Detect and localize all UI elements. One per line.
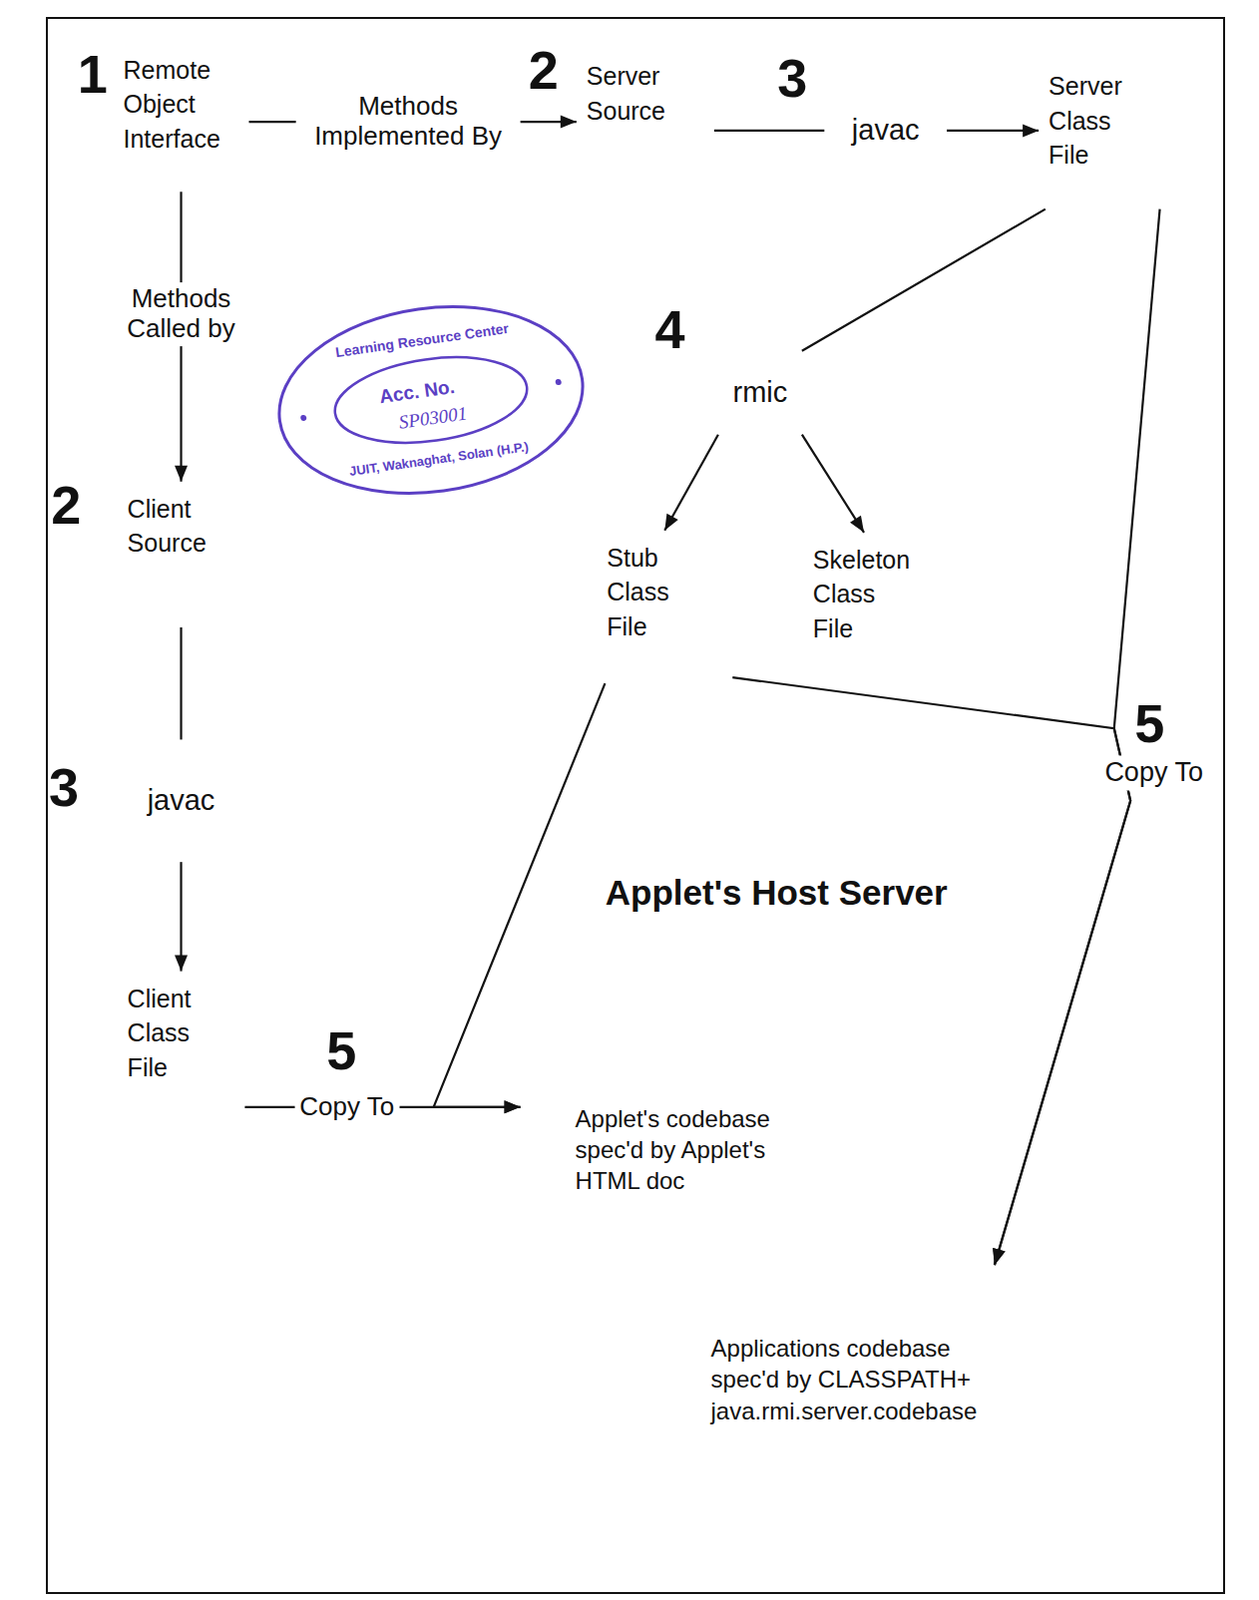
stamp-inner-ring — [329, 346, 533, 454]
callout-number: 3 — [777, 50, 808, 105]
compiler-circle: javac — [119, 739, 243, 862]
edge-label: Copy To — [294, 1090, 400, 1125]
edge-label: Methods Called by — [104, 282, 258, 347]
class-file: Client Class File — [117, 971, 246, 1123]
connector — [174, 861, 188, 971]
arrowhead — [1022, 123, 1039, 137]
arrowhead — [560, 115, 577, 129]
library-stamp — [267, 288, 596, 513]
stub-file: Stub Class File — [596, 530, 733, 684]
connector — [802, 209, 1046, 352]
connector-line — [433, 683, 606, 1108]
arrowhead — [504, 1100, 521, 1114]
arrowhead — [174, 465, 188, 482]
source-file: Server Source — [576, 48, 715, 196]
arrowhead — [664, 513, 678, 531]
arrowhead — [992, 1248, 1005, 1265]
stamp-text: Learning Resource Center — [334, 320, 510, 361]
codebase-folder: Applet's codebase spec'd by Applet's HTM… — [520, 1025, 842, 1270]
interface-file: Remote Object Interface — [113, 42, 250, 192]
class-file: Server Class File — [1038, 58, 1174, 209]
stamp-text: Acc. No. — [378, 376, 456, 409]
callout-number: 5 — [1134, 696, 1165, 751]
node-label: Server Class File — [1038, 58, 1174, 173]
server-cylinder-outline — [479, 844, 1074, 1577]
server-title: Applet's Host Server — [479, 872, 1074, 913]
node-label: Skeleton Class File — [803, 532, 939, 647]
stamp-dot — [300, 415, 308, 422]
callout-number: 1 — [77, 46, 108, 101]
source-file: Client Source — [117, 481, 246, 628]
node-label: Applications codebase spec'd by CLASSPAT… — [699, 1264, 1021, 1427]
stamp-outer-ring — [267, 288, 596, 513]
arrowhead — [174, 955, 188, 972]
connector-line — [179, 627, 182, 741]
connector-line — [946, 129, 1039, 132]
rmic-circle: rmic — [701, 333, 821, 452]
node-label: Remote Object Interface — [113, 42, 250, 157]
callout-number: 2 — [528, 42, 559, 97]
connector-line — [664, 434, 719, 531]
connector-line — [802, 434, 864, 533]
arrowhead — [992, 1248, 1005, 1265]
node-label: Server Source — [576, 48, 715, 128]
codebase-folder: Applications codebase spec'd by CLASSPAT… — [699, 1264, 1021, 1500]
compiler-circle: javac — [824, 69, 947, 193]
node-label: javac — [824, 69, 947, 193]
connector — [802, 434, 864, 533]
connector-line — [179, 861, 182, 971]
callout-number: 4 — [655, 302, 686, 357]
callout-number: 3 — [48, 760, 79, 815]
connector — [180, 627, 182, 741]
node-label: Client Source — [117, 481, 246, 561]
connector-line — [802, 209, 1046, 352]
node-label: Applet's codebase spec'd by Applet's HTM… — [520, 1025, 842, 1198]
connector — [946, 123, 1039, 137]
connector-line — [732, 677, 1131, 1265]
connector — [433, 683, 606, 1114]
skeleton-file: Skeleton Class File — [803, 532, 939, 682]
server-cylinder: Applet's Host ServerApplet's codebase sp… — [479, 844, 1074, 1577]
stamp-text: JUIT, Waknaghat, Solan (H.P.) — [348, 438, 530, 479]
node-label: Client Class File — [117, 971, 246, 1086]
callout-number: 2 — [50, 477, 81, 532]
stamp-text: SP03001 — [397, 402, 468, 433]
arrowhead — [504, 1100, 521, 1114]
connector — [714, 129, 825, 131]
connector — [732, 677, 1131, 1265]
connector-line — [714, 129, 825, 132]
arrowhead — [849, 515, 864, 533]
edge-label: Copy To — [1099, 756, 1209, 792]
node-label: rmic — [701, 333, 821, 452]
node-label: javac — [119, 739, 243, 862]
stamp-dot — [554, 379, 562, 387]
node-label: Stub Class File — [596, 530, 733, 645]
frame-border — [46, 17, 1225, 1594]
connector — [664, 434, 719, 531]
callout-number: 5 — [326, 1023, 357, 1078]
edge-label: Methods Implemented By — [296, 89, 521, 154]
